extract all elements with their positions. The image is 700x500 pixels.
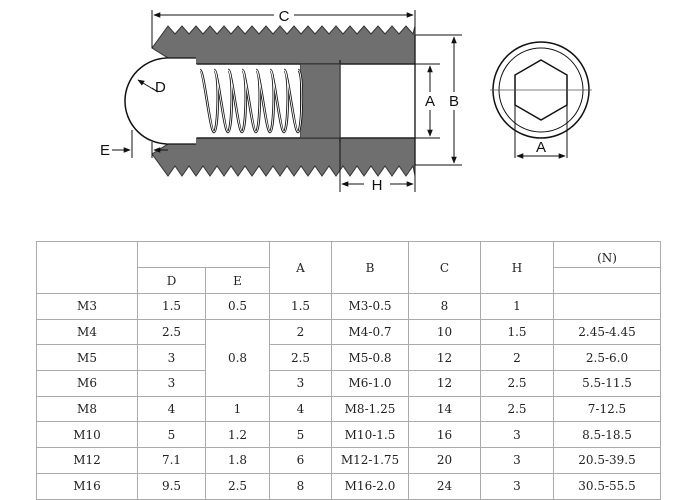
cell-d: 3 (137, 370, 206, 397)
label-b: B (449, 93, 459, 110)
cell-size: M3 (36, 293, 138, 320)
dimension-a-side: A (415, 63, 440, 139)
cell-b: M16-2.0 (331, 472, 409, 500)
cell-size: M5 (36, 344, 138, 372)
cell-e: 2.5 (205, 472, 270, 500)
cell-a: 3 (269, 370, 332, 397)
header-ball-group (137, 241, 270, 268)
header-n-sub (553, 267, 661, 294)
cell-d: 9.5 (137, 472, 206, 500)
cell-c: 20 (408, 447, 481, 474)
cell-d: 5 (137, 421, 206, 449)
cell-a: 2.5 (269, 344, 332, 372)
cell-h: 1 (480, 293, 554, 320)
cell-size: M8 (36, 395, 138, 423)
cell-b: M10-1.5 (331, 421, 409, 449)
cell-size: M16 (36, 472, 138, 500)
end-view: A (490, 41, 592, 159)
cell-e: 1 (205, 395, 270, 423)
cell-e: 0.5 (205, 293, 270, 320)
cell-b: M6-1.0 (331, 370, 409, 397)
label-e: E (100, 142, 110, 159)
cell-n (553, 293, 661, 320)
header-b: B (331, 241, 409, 294)
cell-size: M12 (36, 447, 138, 474)
cell-c: 8 (408, 293, 481, 320)
header-size-cell (36, 241, 138, 294)
cell-h: 2.5 (480, 370, 554, 397)
label-a-end: A (536, 139, 546, 156)
cell-n: 2.45-4.45 (553, 318, 661, 346)
header-d: D (137, 267, 206, 294)
cell-c: 12 (408, 344, 481, 372)
cell-d: 4 (137, 395, 206, 423)
cell-c: 10 (408, 318, 481, 346)
spring (196, 65, 304, 137)
cell-size: M10 (36, 421, 138, 449)
cell-a: 4 (269, 395, 332, 423)
cell-n: 20.5-39.5 (553, 447, 661, 474)
dimension-d: D (137, 79, 166, 96)
cell-b: M3-0.5 (331, 293, 409, 320)
cell-a: 1.5 (269, 293, 332, 320)
ball-plunger-drawing: C D E A B H (100, 6, 592, 194)
cell-c: 24 (408, 472, 481, 500)
cell-d: 7.1 (137, 447, 206, 474)
cell-h: 3 (480, 447, 554, 474)
header-e: E (205, 267, 270, 294)
cell-h: 2.5 (480, 395, 554, 423)
cell-b: M8-1.25 (331, 395, 409, 423)
label-d: D (155, 79, 166, 96)
label-h: H (372, 177, 383, 194)
cell-a: 5 (269, 421, 332, 449)
cell-h: 3 (480, 421, 554, 449)
cell-b: M5-0.8 (331, 344, 409, 372)
cell-c: 16 (408, 421, 481, 449)
cell-d: 2.5 (137, 318, 206, 346)
header-c: C (408, 241, 481, 294)
cell-n: 5.5-11.5 (553, 370, 661, 397)
cell-a: 2 (269, 318, 332, 346)
cell-c: 12 (408, 370, 481, 397)
cell-b: M4-0.7 (331, 318, 409, 346)
header-h: H (480, 241, 554, 294)
cell-n: 8.5-18.5 (553, 421, 661, 449)
dimension-h: H (339, 142, 416, 194)
cell-n: 30.5-55.5 (553, 472, 661, 500)
dimension-c: C (151, 6, 416, 48)
dimension-e: E (100, 130, 168, 159)
ball (124, 57, 196, 145)
cell-b: M12-1.75 (331, 447, 409, 474)
cell-d: 1.5 (137, 293, 206, 320)
label-a-side: A (425, 93, 435, 110)
header-a: A (269, 241, 332, 294)
cell-n: 2.5-6.0 (553, 344, 661, 372)
label-c: C (279, 8, 290, 25)
header-n: (N) (553, 241, 661, 268)
cell-e: 1.8 (205, 447, 270, 474)
cell-size: M4 (36, 318, 138, 346)
cell-d: 3 (137, 344, 206, 372)
cell-size: M6 (36, 370, 138, 397)
cell-c: 14 (408, 395, 481, 423)
cell-a: 8 (269, 472, 332, 500)
cell-n: 7-12.5 (553, 395, 661, 423)
cell-a: 6 (269, 447, 332, 474)
cell-h: 3 (480, 472, 554, 500)
cell-e: 1.2 (205, 421, 270, 449)
cell-h: 1.5 (480, 318, 554, 346)
cell-h: 2 (480, 344, 554, 372)
dimension-b: B (415, 34, 462, 166)
cell-e: 0.8 (205, 318, 270, 397)
